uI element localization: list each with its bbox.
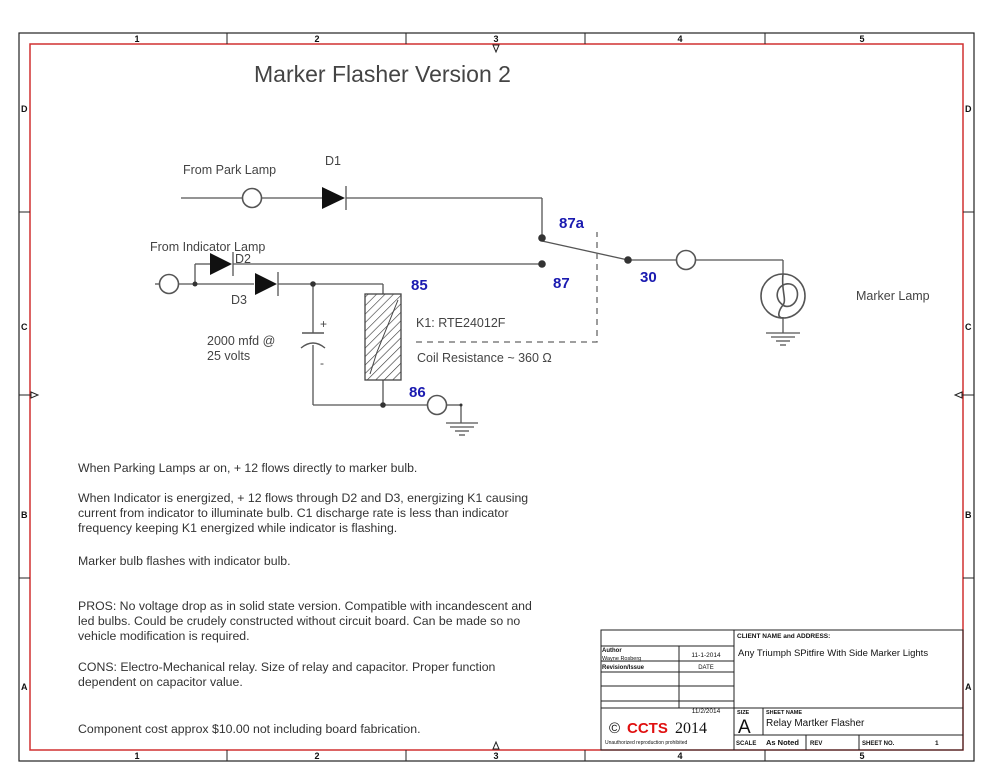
pin-85-label: 85 <box>411 277 428 294</box>
note-marker-flashes: Marker bulb flashes with indicator bulb. <box>78 554 291 568</box>
zone-col-1-top: 1 <box>134 34 139 44</box>
scale-value: As Noted <box>766 738 799 747</box>
d3-label: D3 <box>231 293 247 307</box>
sheet-name-label: SHEET NAME <box>766 710 802 716</box>
zone-row-c-right: C <box>965 322 972 332</box>
client-label: CLIENT NAME and ADDRESS: <box>737 633 830 640</box>
relay-link-dashed <box>416 232 598 343</box>
note-parking-lamps: When Parking Lamps ar on, + 12 flows dir… <box>78 461 418 475</box>
zone-row-c-left: C <box>21 322 28 332</box>
diode-d3 <box>255 272 279 296</box>
zone-col-5-bottom: 5 <box>859 751 864 761</box>
page-title: Marker Flasher Version 2 <box>254 61 511 87</box>
zone-col-5-top: 5 <box>859 34 864 44</box>
rev-label: REV <box>810 741 822 747</box>
center-mark-right <box>953 391 974 399</box>
indicator-connector <box>158 273 180 295</box>
zone-col-3-bottom: 3 <box>493 751 498 761</box>
circuit-wires <box>155 197 784 423</box>
client-value: Any Triumph SPitfire With Side Marker Li… <box>738 648 928 659</box>
d2-label: D2 <box>235 252 251 266</box>
size-label: SIZE <box>737 710 750 716</box>
zone-col-4-top: 4 <box>677 34 682 44</box>
sheet-no-value: 1 <box>935 740 939 747</box>
diode-d2 <box>210 252 234 276</box>
copyright-symbol: © <box>609 720 620 737</box>
pin-87-label: 87 <box>553 275 570 292</box>
from-indicator-lamp-label: From Indicator Lamp <box>150 240 265 254</box>
company-logo: CCTS <box>627 720 668 737</box>
center-mark-top <box>492 44 500 54</box>
drawing-border <box>29 43 964 751</box>
size-value: A <box>738 717 751 738</box>
relay-name-label: K1: RTE24012F <box>416 316 506 330</box>
note-cons: CONS: Electro-Mechanical relay. Size of … <box>78 660 496 689</box>
zone-row-a-right: A <box>965 682 972 692</box>
zone-col-4-bottom: 4 <box>677 751 682 761</box>
marker-lamp-symbol <box>760 273 806 319</box>
output-connector <box>675 249 697 271</box>
zone-row-a-left: A <box>21 682 28 692</box>
zone-col-3-top: 3 <box>493 34 498 44</box>
junction-dots <box>192 234 632 408</box>
date-label: DATE <box>698 665 714 671</box>
park-lamp-connector <box>241 187 263 209</box>
relay-coil-k1 <box>364 293 402 381</box>
pin-30-label: 30 <box>640 269 657 286</box>
ground-connector-86 <box>426 394 448 416</box>
capacitor-minus: - <box>320 356 324 370</box>
outer-frame <box>18 32 975 762</box>
author-date: 11-1-2014 <box>691 652 721 659</box>
ground-symbol-86 <box>446 422 478 436</box>
note-pros: PROS: No voltage drop as in solid state … <box>78 599 532 643</box>
note-indicator-energized: When Indicator is energized, + 12 flows … <box>78 491 529 535</box>
issue-date: 11/2/2014 <box>692 708 721 715</box>
capacitor-c1 <box>300 332 326 349</box>
pin-87a-label: 87a <box>559 215 585 232</box>
author-label: Author <box>602 648 622 654</box>
center-mark-bottom <box>492 740 500 750</box>
capacitor-plus: + <box>320 317 327 331</box>
revision-label: Revision/Issue <box>602 665 645 671</box>
pin-86-label: 86 <box>409 384 426 401</box>
from-park-lamp-label: From Park Lamp <box>183 163 276 177</box>
zone-row-d-right: D <box>965 104 972 114</box>
scale-label: SCALE <box>736 741 756 747</box>
ground-symbol-lamp <box>766 332 800 346</box>
sheet-name-value: Relay Martker Flasher <box>766 718 865 729</box>
capacitor-value-label: 2000 mfd @ <box>207 334 275 348</box>
title-block-grid <box>600 629 964 751</box>
diode-d1 <box>322 186 347 210</box>
zone-row-b-right: B <box>965 510 972 520</box>
column-dividers-top <box>226 33 766 44</box>
d1-label: D1 <box>325 154 341 168</box>
zone-col-2-bottom: 2 <box>314 751 319 761</box>
zone-col-1-bottom: 1 <box>134 751 139 761</box>
sheet-no-label: SHEET NO. <box>862 741 895 747</box>
zone-col-2-top: 2 <box>314 34 319 44</box>
note-component-cost: Component cost approx $10.00 not includi… <box>78 722 421 736</box>
marker-lamp-label: Marker Lamp <box>856 289 930 303</box>
unauthorized-notice: Unauthorized reproduction prohibited <box>605 740 687 746</box>
zone-row-d-left: D <box>21 104 28 114</box>
coil-resistance-label: Coil Resistance ~ 360 Ω <box>417 351 552 365</box>
center-mark-left <box>19 391 40 399</box>
column-dividers-bottom <box>226 750 766 761</box>
author-name: Wayne Rosberg <box>602 656 641 662</box>
copyright-year: 2014 <box>675 720 707 737</box>
zone-row-b-left: B <box>21 510 28 520</box>
capacitor-voltage-label: 25 volts <box>207 349 250 363</box>
